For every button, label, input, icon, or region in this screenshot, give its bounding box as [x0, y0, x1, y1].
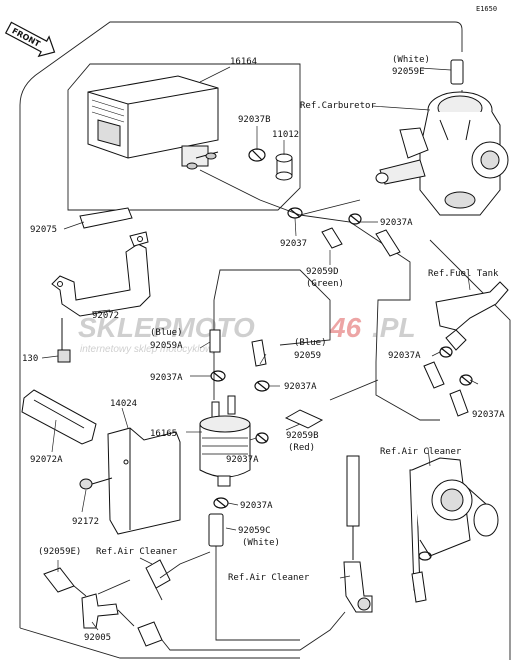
page-code: E1650: [476, 5, 497, 13]
hose-right-pair-drawing: [423, 361, 469, 417]
watermark-part-b: 46: [329, 312, 362, 343]
label-red: (Red): [288, 443, 315, 453]
cap-11012-drawing: [275, 153, 293, 181]
label-92037A-4: 92037A: [284, 382, 317, 392]
air-cleaner-drawing: [409, 457, 499, 591]
watermark: SKLEPMOTO 46 .PL internetowy sklep motoc…: [78, 312, 416, 355]
label-92059E-paren: (92059E): [38, 547, 81, 557]
label-92075: 92075: [30, 225, 57, 235]
fuel-tank-fitting-drawing: [435, 281, 509, 351]
watermark-small: internetowy sklep motocyklowy: [80, 344, 218, 355]
label-white: (White): [242, 538, 280, 548]
leader-lines: [41, 66, 479, 631]
canister-16164-drawing: [87, 75, 219, 170]
hose-92059E-top-drawing: [450, 59, 464, 85]
label-92037A-2: 92037A: [388, 351, 421, 361]
label-92072: 92072: [92, 311, 119, 321]
label-92072A: 92072A: [30, 455, 63, 465]
hose-vertical-center-drawing: [343, 455, 373, 613]
hose-lower-left-drawing: [43, 559, 171, 647]
label-blue-2: (Blue): [294, 338, 327, 348]
strap-92072A-drawing: [21, 389, 97, 445]
label-92037B: 92037B: [238, 115, 271, 125]
hose-92059B-drawing: [284, 409, 324, 429]
label-ref-air-cleaner-1: Ref.Air Cleaner: [380, 447, 462, 457]
label-92059E: 92059E: [392, 67, 425, 77]
bracket-92072-drawing: [51, 231, 151, 317]
label-92037A-1: 92037A: [380, 218, 413, 228]
hose-route-lower: [73, 546, 346, 651]
label-92059A: 92059A: [150, 341, 183, 351]
canister-group-box: [67, 63, 301, 211]
clip-92037A-right1-drawing: [439, 346, 453, 358]
hose-92059D-drawing: [321, 227, 343, 249]
label-11012: 11012: [272, 130, 299, 140]
label-92059D: 92059D: [306, 267, 339, 277]
screw-92172-drawing: [79, 477, 113, 490]
label-92037A-6: 92037A: [226, 455, 259, 465]
label-92005: 92005: [84, 633, 111, 643]
label-16164: 16164: [230, 57, 257, 67]
label-92059E-white: (White): [392, 55, 430, 65]
clip-92037A-low-drawing: [213, 497, 229, 509]
label-92037A-3: 92037A: [150, 373, 183, 383]
label-ref-air-cleaner-3: Ref.Air Cleaner: [228, 573, 310, 583]
clip-92037A-mid1-drawing: [210, 370, 226, 382]
watermark-part-a: SKLEPMOTO: [78, 312, 255, 343]
label-130: 130: [22, 354, 38, 364]
drain-hose-drawing: [411, 571, 427, 603]
hose-92059A-drawing: [209, 329, 221, 353]
label-92037: 92037: [280, 239, 307, 249]
carburetor-drawing: [375, 91, 509, 216]
cover-14024-drawing: [107, 427, 181, 535]
front-arrow-icon: FRONT: [4, 21, 56, 58]
clip-92037B-drawing: [248, 148, 266, 162]
hose-92059C-drawing: [208, 513, 224, 547]
watermark-part-c: .PL: [372, 312, 416, 343]
clip-92037A-right2-drawing: [459, 374, 473, 386]
clip-92037-drawing: [287, 207, 303, 219]
label-green: (Green): [306, 279, 344, 289]
label-blue-1: (Blue): [150, 328, 183, 338]
fuel-filter-16165-drawing: [199, 395, 251, 487]
clip-92037A-mid2-drawing: [254, 380, 270, 392]
label-16165: 16165: [150, 429, 177, 439]
label-14024: 14024: [110, 399, 137, 409]
clip-air-cleaner-drawing: [418, 551, 432, 561]
hose-small-upper-drawing: [375, 229, 401, 257]
hose-route-upper: [199, 169, 440, 421]
clip-92037A-mid3-drawing: [255, 432, 269, 444]
bolt-130-drawing: [57, 318, 71, 363]
label-92059B: 92059B: [286, 431, 319, 441]
label-ref-air-cleaner-2: Ref.Air Cleaner: [96, 547, 178, 557]
label-92059C: 92059C: [238, 526, 271, 536]
label-ref-carburetor: Ref.Carburetor: [300, 101, 376, 111]
label-ref-fuel-tank: Ref.Fuel Tank: [428, 269, 499, 279]
label-92059: 92059: [294, 351, 321, 361]
hose-92059-drawing: [251, 339, 267, 367]
label-92037A-5: 92037A: [472, 410, 505, 420]
clip-92037A-top-drawing: [348, 213, 362, 225]
label-92172: 92172: [72, 517, 99, 527]
pad-92075-drawing: [79, 207, 133, 229]
label-92037A-7: 92037A: [240, 501, 273, 511]
